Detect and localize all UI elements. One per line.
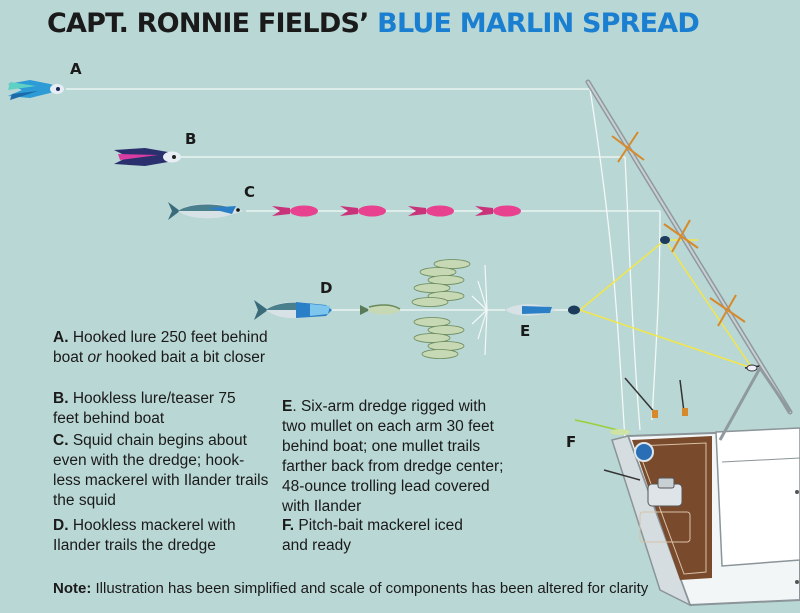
note-d: D. Hookless mackerel with Ilander trails… [53,517,236,554]
outrigger-line-a [589,88,626,441]
label-b: B [185,130,197,148]
outrigger-pole [585,79,793,415]
title-part-1: CAPT. RONNIE FIELDS’ [47,8,369,39]
label-e: E [520,322,531,340]
note-e: E. Six-arm dredge rigged with two mullet… [282,398,504,515]
trolling-lines [66,88,661,441]
label-c: C [244,183,256,201]
dredge [411,259,580,359]
squid-3 [408,205,454,217]
squid-2 [340,205,386,217]
mackerel-c [168,202,244,220]
dredge-mullet-cluster [411,259,471,359]
squid-4 [475,205,521,217]
pitch-bait [610,429,630,435]
page-title: CAPT. RONNIE FIELDS’ BLUE MARLIN SPREAD [47,8,700,39]
squid-1 [272,205,318,217]
note-a: A. Hooked lure 250 feet behind boat or h… [53,329,268,366]
squid-chain [272,205,521,217]
deck [632,436,712,580]
lure-b [114,148,181,166]
livewell [634,442,654,462]
mackerel-d [254,300,332,320]
dredge-lines [579,239,753,369]
trolling-lead [505,304,555,316]
footnote: Note: Illustration has been simplified a… [53,580,649,597]
trailing-mullet [360,304,401,315]
title-part-2: BLUE MARLIN SPREAD [377,8,700,39]
dredge-clip [660,236,670,244]
note-b: B. Hookless lure/teaser 75 feet behind b… [53,390,236,427]
label-a: A [70,60,82,78]
note-c: C. Squid chain begins about even with th… [53,432,269,509]
label-d: D [320,279,333,297]
boat [574,365,800,607]
lure-a [8,80,64,100]
note-f: F. Pitch-bait mackerel iced and ready [282,517,463,554]
outrigger-line-c [651,210,661,421]
label-f: F [566,433,577,451]
outrigger-line-b [624,156,641,431]
